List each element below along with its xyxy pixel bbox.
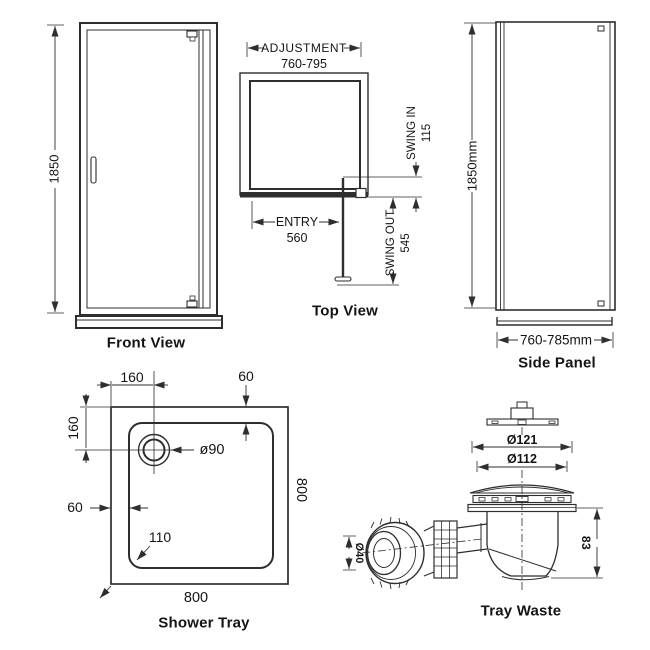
swing-in-label: SWING IN [406,106,418,160]
panel-bracket-bottom [597,300,605,307]
entry-value: 560 [287,231,308,245]
front-height-dim: 1850 [47,155,62,184]
tray-inner-edge [128,422,274,569]
extension-ticks [343,535,356,571]
door-inner-frame [86,29,211,309]
flange-center-key [517,419,527,425]
outlet-diameter-dim: Ø40 [353,543,365,564]
side-height-dim: 1850mm [465,141,480,192]
front-view-caption: Front View [107,335,186,352]
door-handle-top [334,276,352,282]
hinge-top-pin [189,36,196,42]
extension-ticks [471,441,573,453]
adjustment-value: 760-795 [281,57,327,71]
glass-outline [249,80,361,190]
outlet-pipe [456,523,488,554]
side-panel: 1850mm 760-785mm Side Panel [464,21,616,372]
shower-tray-caption: Shower Tray [158,615,250,632]
nut-ribs [370,516,410,590]
top-view-caption: Top View [312,303,378,320]
door-handle [90,156,97,184]
flange-slot [491,420,499,424]
compression-nut-inner [366,526,416,580]
flange-screw-boss [510,407,534,420]
side-panel-caption: Side Panel [518,355,596,372]
extension-ticks [496,332,614,348]
swing-out-label: SWING OUT [385,210,397,276]
swing-in-value: 115 [421,124,433,142]
tray-width-dim: 800 [184,590,208,606]
waste-height-dim: 83 [579,536,593,550]
flange-diameter-dim: Ø121 [507,433,538,447]
drain-diameter-label: ø90 [200,442,225,458]
flange-slot [548,420,556,424]
hinge-bottom [186,300,198,308]
radius-leader [136,545,151,561]
waste-body [486,511,559,545]
flange-plate [486,418,559,426]
pipe-bore [373,538,395,568]
panel-bracket-top [597,25,605,32]
hinge-top [186,30,198,38]
door-pivot-block [355,187,367,199]
band-slots [478,497,565,502]
tray-waste-caption: Tray Waste [481,603,562,620]
threaded-collar [433,520,458,579]
compression-nut [365,521,425,585]
corner-radius-dim: 110 [149,529,172,545]
drain-offset-y-dim: 160 [65,416,81,440]
waste-bowl [486,544,559,577]
top-view: ADJUSTMENT 760-795 SWING IN 115 SWING OU… [239,41,433,320]
waste-bowl-base [501,576,550,581]
front-view: 1850 Front View [47,22,223,352]
collar-taper [423,525,435,577]
door-outer-frame [79,22,218,316]
extension-lines [251,176,422,286]
pipe-centerline [361,538,483,554]
tray-outer-edge [110,406,289,585]
tray-depth-dim: 800 [293,478,309,502]
extension-lines [464,22,496,309]
rim-width-left-dim: 60 [67,499,83,515]
pipe-opening [366,530,402,576]
extension-lines [551,507,603,579]
band-center-slot [515,496,529,502]
drain-offset-x-dim: 160 [120,369,144,385]
flange-screw-top [516,401,528,409]
bottom-profile [240,192,368,198]
side-width-dim: 760-785mm [520,333,592,348]
tray-waste: Ø121 Ø112 Ø40 [343,401,603,620]
cap-diameter-dim: Ø112 [507,452,537,466]
tray-base [75,315,223,329]
extension-ticks [476,461,568,472]
radius-leader [99,585,112,599]
extension-ticks [47,24,64,314]
hinge-bottom-pin [189,295,196,301]
shower-tray: ø90 160 160 60 60 110 800 800 Shower Tra… [65,368,309,632]
collar-knurling [434,521,457,578]
swing-out-value: 545 [400,233,412,252]
dome-cap [469,484,575,494]
rim-width-top-dim: 60 [238,368,254,384]
adjustment-label: ADJUSTMENT [261,41,347,55]
entry-label: ENTRY [276,215,319,229]
bowl-swirl-line [488,548,557,572]
extension-ticks [246,42,362,57]
panel-outline [495,21,616,311]
